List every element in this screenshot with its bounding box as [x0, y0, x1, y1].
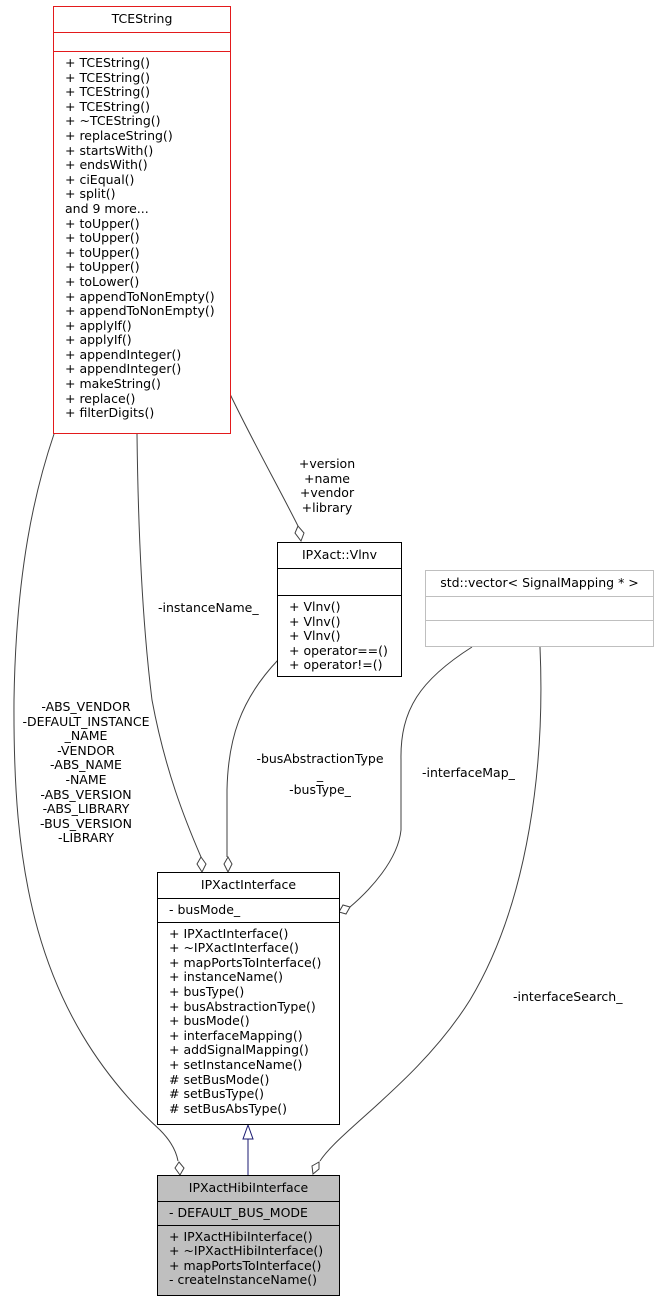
class-title: std::vector< SignalMapping * >	[426, 571, 653, 597]
member-method: + replace()	[65, 390, 136, 406]
edge-tcestring-to-ipxactinterface	[136, 433, 202, 858]
member-method: + IPXactHibiInterface()	[169, 1228, 313, 1244]
member-method: + filterDigits()	[65, 405, 155, 421]
aggregation-diamond-bustype	[223, 855, 233, 874]
member-method: + instanceName()	[169, 969, 284, 985]
attributes-section	[54, 33, 230, 52]
member-method: + ciEqual()	[65, 171, 135, 187]
member-method: + makeString()	[65, 376, 161, 392]
member-method: + applyIf()	[65, 317, 132, 333]
methods-section: + IPXactInterface()+ ~IPXactInterface()+…	[158, 923, 339, 1121]
member-method: + toUpper()	[65, 244, 140, 260]
member-method: + appendToNonEmpty()	[65, 288, 215, 304]
member-method: and 9 more...	[65, 200, 149, 216]
member-method: - createInstanceName()	[169, 1272, 317, 1288]
aggregation-diamond-interfacemap	[338, 904, 351, 915]
class-ipxactinterface[interactable]: IPXactInterface - busMode_ + IPXactInter…	[157, 872, 340, 1125]
member-method: + busAbstractionType()	[169, 998, 316, 1014]
member-method: + busType()	[169, 983, 245, 999]
attributes-section: - DEFAULT_BUS_MODE	[158, 1202, 339, 1226]
member-method: + TCEString()	[65, 84, 151, 100]
member-method: + ~IPXactInterface()	[169, 940, 299, 956]
class-title: TCEString	[54, 7, 230, 33]
class-title: IPXactInterface	[158, 873, 339, 899]
member-method: + split()	[65, 186, 116, 202]
member-method: # setBusMode()	[169, 1071, 270, 1087]
member-method: + interfaceMapping()	[169, 1027, 303, 1043]
member-method: + TCEString()	[65, 98, 151, 114]
member-attribute: - DEFAULT_BUS_MODE	[169, 1205, 308, 1220]
member-method: + appendToNonEmpty()	[65, 303, 215, 319]
member-method: + ~IPXactHibiInterface()	[169, 1243, 324, 1259]
methods-section: + IPXactHibiInterface()+ ~IPXactHibiInte…	[158, 1226, 339, 1292]
aggregation-diamond-interfacesearch	[311, 1161, 320, 1175]
member-method: + endsWith()	[65, 157, 148, 173]
aggregation-diamond-instancename	[196, 856, 207, 874]
label-static-members: -ABS_VENDOR -DEFAULT_INSTANCE _NAME -VEN…	[22, 699, 150, 846]
member-method: + Vlnv()	[289, 599, 341, 614]
member-method: + TCEString()	[65, 69, 151, 85]
attributes-section: - busMode_	[158, 899, 339, 923]
aggregation-diamond-vlnv	[294, 525, 305, 543]
attributes-section	[426, 597, 653, 621]
member-method: + toUpper()	[65, 230, 140, 246]
edge-tcestring-to-vlnv	[229, 393, 299, 527]
member-method: + ~TCEString()	[65, 113, 161, 129]
class-title: IPXact::Vlnv	[278, 543, 401, 569]
edge-vector-to-hibi	[319, 646, 542, 1162]
label-bus-types: -busAbstractionType _ -busType_	[256, 751, 384, 797]
class-title: IPXactHibiInterface	[158, 1176, 339, 1202]
attributes-section	[278, 569, 401, 596]
class-vlnv[interactable]: IPXact::Vlnv + Vlnv()+ Vlnv()+ Vlnv()+ o…	[277, 542, 402, 677]
methods-section: + Vlnv()+ Vlnv()+ Vlnv()+ operator==()+ …	[278, 596, 401, 677]
member-method: + startsWith()	[65, 142, 154, 158]
member-method: + operator!=()	[289, 657, 383, 673]
member-method: + applyIf()	[65, 332, 132, 348]
member-method: + addSignalMapping()	[169, 1042, 309, 1058]
member-method: + replaceString()	[65, 127, 173, 143]
class-signal-mapping-vector[interactable]: std::vector< SignalMapping * >	[425, 570, 654, 647]
edge-tcestring-to-hibi	[13, 433, 179, 1162]
member-method: # setBusType()	[169, 1086, 265, 1102]
aggregation-diamond-static-members	[174, 1161, 185, 1176]
methods-section: + TCEString()+ TCEString()+ TCEString()+…	[54, 52, 230, 425]
member-method: + appendInteger()	[65, 361, 182, 377]
edge-vlnv-to-ipxactinterface	[226, 659, 279, 857]
member-method: + operator==()	[289, 642, 388, 658]
member-method: + appendInteger()	[65, 346, 182, 362]
member-method: + toLower()	[65, 273, 140, 289]
label-interface-search: -interfaceSearch_	[513, 989, 623, 1004]
member-method: + toUpper()	[65, 215, 140, 231]
member-method: + TCEString()	[65, 55, 151, 70]
member-method: + mapPortsToInterface()	[169, 1257, 322, 1273]
edge-vector-to-ipxactinterface	[349, 646, 473, 908]
inheritance-arrowhead	[242, 1123, 254, 1140]
member-attribute: - busMode_	[169, 902, 241, 917]
member-method: + IPXactInterface()	[169, 925, 289, 941]
class-tcestring[interactable]: TCEString + TCEString()+ TCEString()+ TC…	[53, 6, 231, 434]
label-vlnv-roles: +version +name +vendor +library	[298, 456, 356, 515]
label-instance-name: -instanceName_	[158, 600, 259, 615]
label-interface-map: -interfaceMap_	[422, 765, 515, 780]
member-method: + Vlnv()	[289, 628, 341, 644]
member-method: + toUpper()	[65, 259, 140, 275]
member-method: + busMode()	[169, 1013, 250, 1029]
member-method: + Vlnv()	[289, 613, 341, 629]
member-method: + setInstanceName()	[169, 1056, 303, 1072]
class-ipxacthibiinterface[interactable]: IPXactHibiInterface - DEFAULT_BUS_MODE +…	[157, 1175, 340, 1296]
member-method: + mapPortsToInterface()	[169, 954, 322, 970]
member-method: # setBusAbsType()	[169, 1100, 288, 1116]
methods-section	[426, 621, 653, 644]
